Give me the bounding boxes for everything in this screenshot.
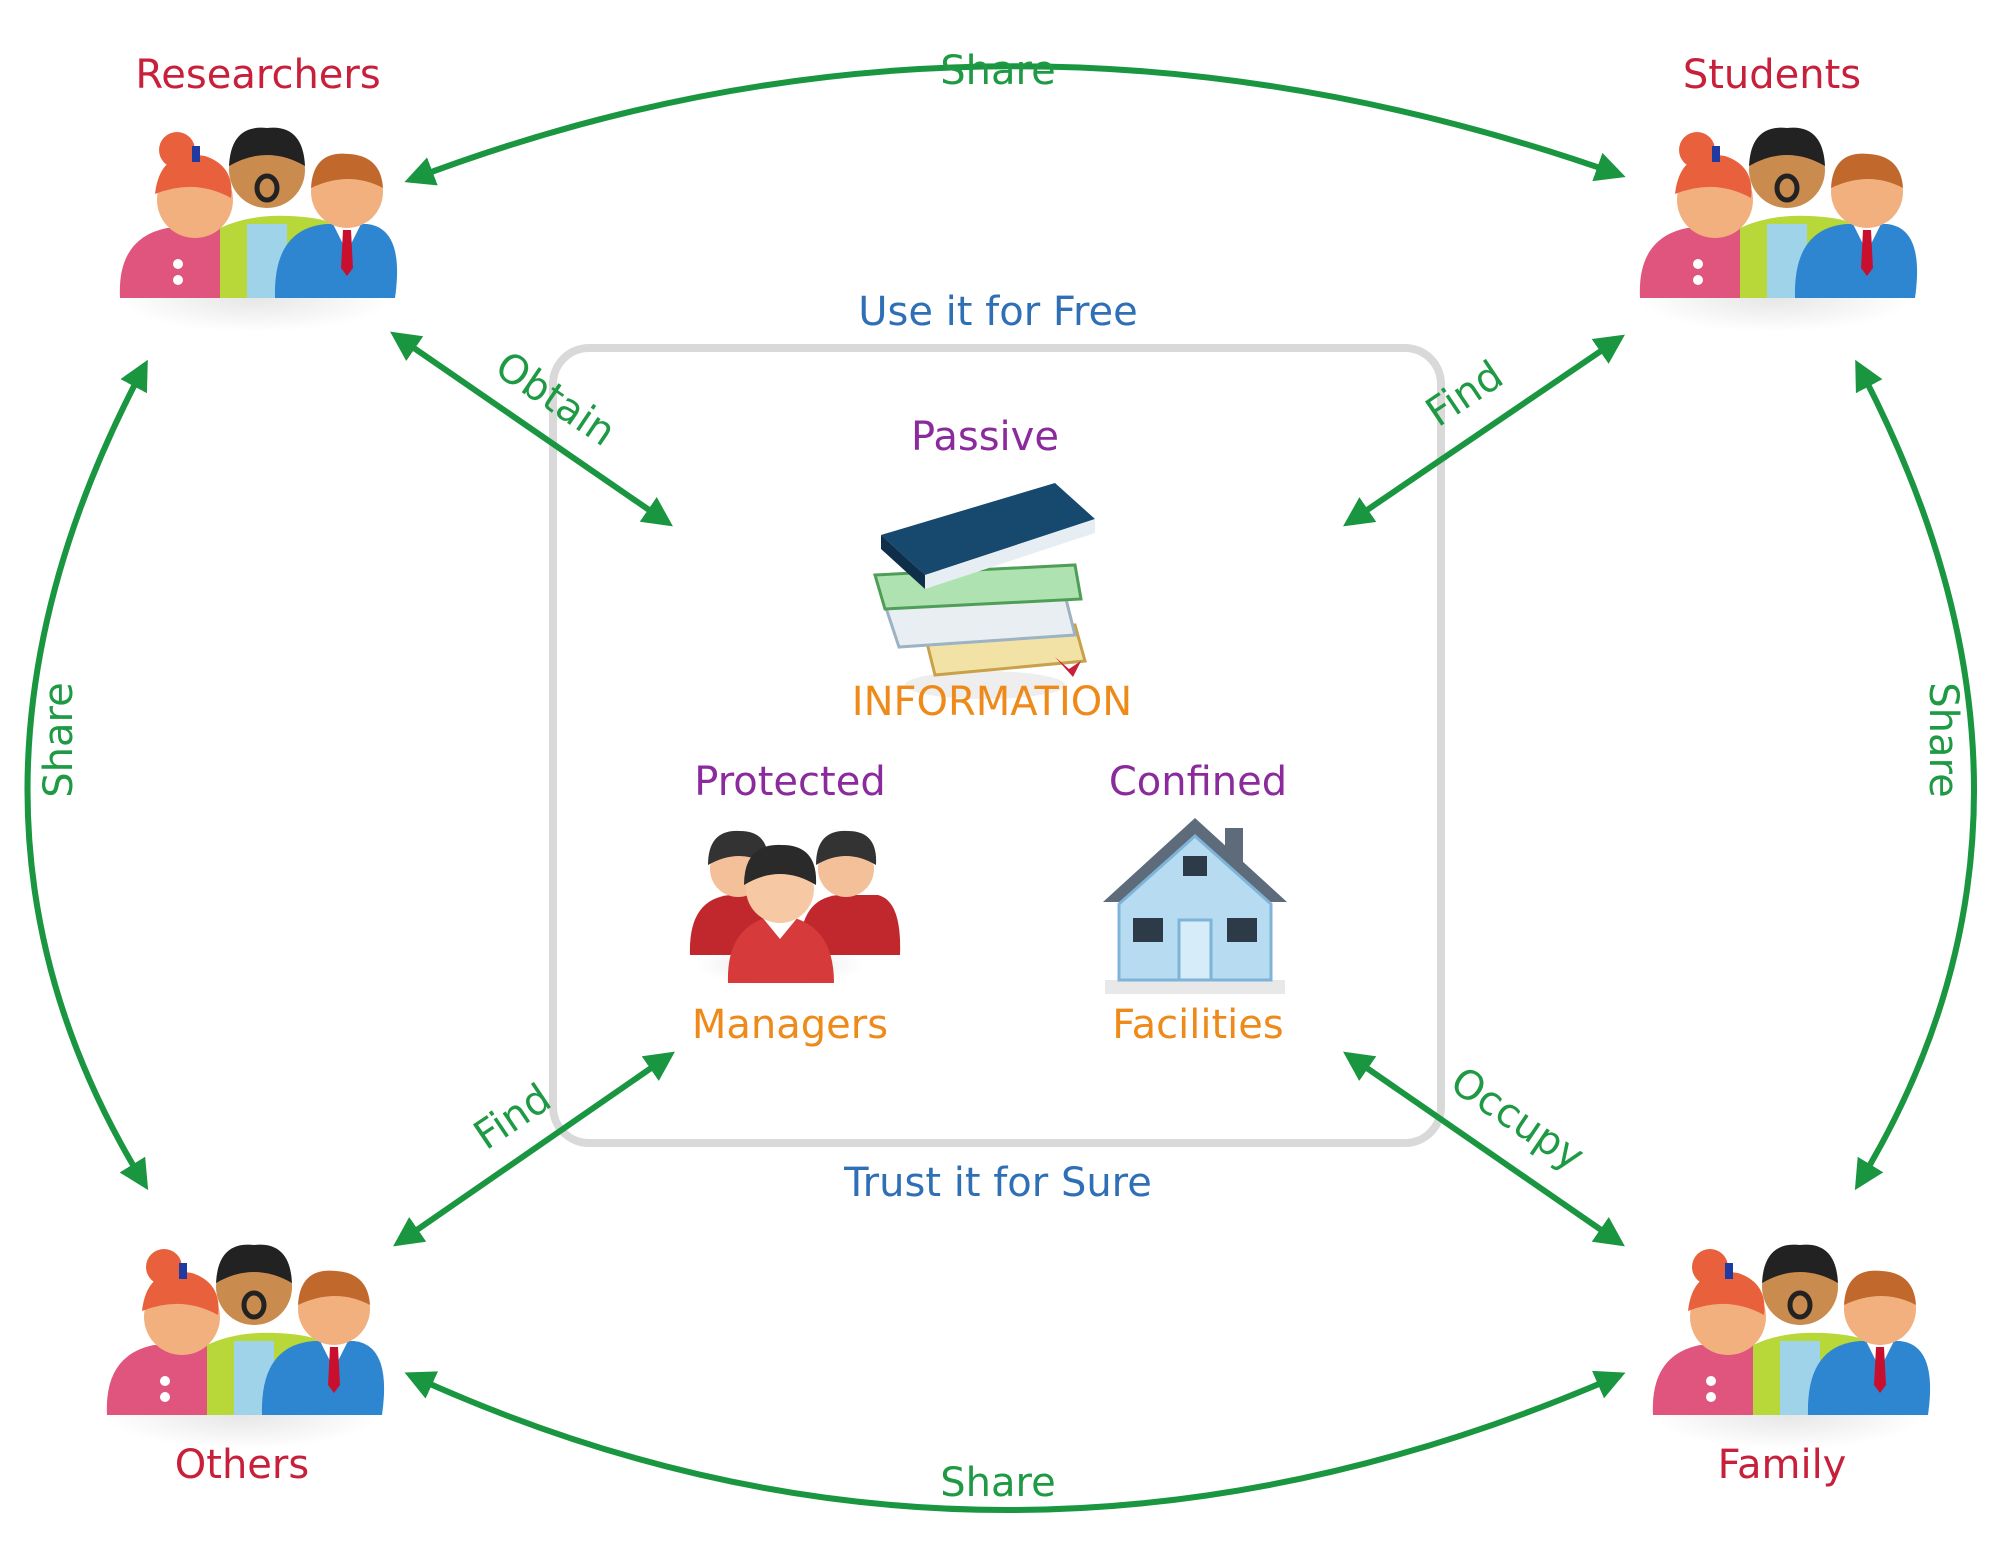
- confined-label: Confined: [1109, 759, 1287, 805]
- students-group: Students: [1637, 52, 1917, 332]
- right-share-label: Share: [1920, 682, 1966, 797]
- students-label: Students: [1683, 52, 1861, 98]
- people-group-icon: [104, 1245, 384, 1449]
- obtain-arrow: [390, 331, 673, 527]
- passive-label: Passive: [911, 414, 1059, 460]
- people-group-icon: [1650, 1245, 1930, 1449]
- occupy-arrow: [1343, 1051, 1625, 1247]
- managers-label: Managers: [692, 1002, 888, 1048]
- central-box: [549, 344, 1445, 1147]
- protected-label: Protected: [694, 759, 885, 805]
- researchers-label: Researchers: [135, 52, 380, 98]
- box-top-caption: Use it for Free: [858, 289, 1138, 335]
- right-share-arrow: [1854, 359, 1977, 1191]
- occupy-label: Occupy: [1442, 1058, 1592, 1180]
- find-bottom-arrow: [393, 1051, 675, 1247]
- people-group-icon: [1637, 128, 1917, 332]
- top-share-arrow: [404, 63, 1626, 186]
- left-share-label: Share: [36, 682, 82, 797]
- bottom-share-arrow: [404, 1370, 1626, 1513]
- researchers-group: Researchers: [117, 52, 397, 332]
- bottom-share-label: Share: [940, 1460, 1055, 1506]
- find-bottom-label: Find: [466, 1075, 560, 1159]
- top-share-label: Share: [940, 48, 1055, 94]
- box-bottom-caption: Trust it for Sure: [843, 1160, 1152, 1206]
- people-group-icon: [117, 128, 397, 332]
- others-label: Others: [175, 1442, 309, 1488]
- family-label: Family: [1718, 1442, 1847, 1488]
- facilities-label: Facilities: [1112, 1002, 1283, 1048]
- find-top-arrow: [1343, 334, 1625, 527]
- information-label: INFORMATION: [852, 679, 1132, 725]
- others-group: Others: [104, 1245, 384, 1488]
- family-group: Family: [1650, 1245, 1930, 1488]
- left-share-arrow: [24, 359, 149, 1191]
